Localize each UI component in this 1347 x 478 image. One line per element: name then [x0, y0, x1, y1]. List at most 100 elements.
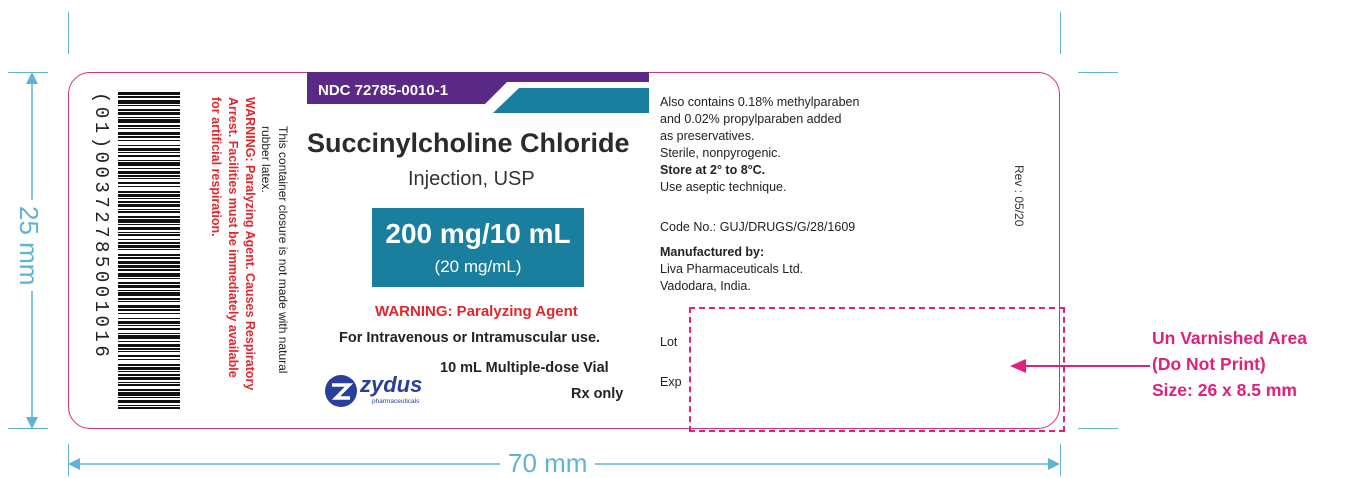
width-dimension-label: 70 mm	[500, 449, 596, 477]
barcode	[118, 92, 180, 409]
barcode-bar	[118, 175, 180, 177]
barcode-bar	[118, 344, 180, 347]
barcode-bar	[118, 234, 180, 236]
barcode-bar	[118, 96, 180, 98]
barcode-bar	[118, 194, 180, 197]
barcode-bar	[118, 117, 180, 118]
barcode-bar	[118, 209, 180, 210]
height-dimension-label: 25 mm	[13, 200, 44, 292]
barcode-bar	[118, 152, 180, 153]
barcode-bar	[118, 198, 180, 199]
route-text: For Intravenous or Intramuscular use.	[339, 330, 601, 346]
barcode-bar	[118, 242, 180, 244]
barcode-bar	[118, 92, 180, 95]
barcode-bar	[118, 313, 180, 314]
barcode-bar	[118, 191, 180, 193]
guide-left-bottom	[8, 428, 48, 429]
barcode-bar	[118, 257, 180, 259]
barcode-bar	[118, 309, 180, 311]
barcode-bar	[118, 112, 180, 115]
barcode-bar	[118, 265, 180, 268]
barcode-bar	[118, 374, 180, 376]
barcode-bar	[118, 285, 180, 288]
barcode-bar	[118, 211, 180, 213]
guide-right-bottom	[1078, 428, 1118, 429]
unvarnished-area	[689, 307, 1065, 432]
barcode-bar	[118, 384, 180, 386]
barcode-bar	[118, 269, 180, 271]
barcode-bar	[118, 119, 180, 123]
barcode-bar	[118, 219, 180, 223]
zydus-logo-icon	[325, 375, 357, 407]
barcode-bar	[118, 364, 180, 366]
barcode-bar	[118, 136, 180, 138]
product-subtitle: Injection, USP	[408, 168, 535, 190]
barcode-bar	[118, 249, 180, 250]
barcode-bar	[118, 405, 180, 406]
guide-top-left	[68, 12, 69, 54]
guide-top-right	[1060, 12, 1061, 54]
rx-only: Rx only	[571, 386, 624, 402]
barcode-bar	[118, 145, 180, 146]
barcode-bar	[118, 382, 180, 383]
ndc-banner	[307, 72, 649, 113]
barcode-bar	[118, 132, 180, 135]
barcode-bar	[118, 109, 180, 111]
barcode-bar	[118, 178, 180, 179]
barcode-bar	[118, 140, 180, 141]
barcode-bar	[118, 367, 180, 370]
concentration: (20 mg/mL)	[434, 257, 522, 276]
barcode-bar	[118, 216, 180, 218]
barcode-bar	[118, 239, 180, 240]
barcode-bar	[118, 335, 180, 339]
product-name: Succinylcholine Chloride	[307, 128, 630, 158]
barcode-bar	[118, 392, 180, 396]
barcode-bar	[118, 305, 180, 308]
barcode-bar	[118, 201, 180, 203]
guide-bottom-left	[68, 444, 69, 476]
company-name: zydus	[360, 372, 423, 397]
barcode-bar	[118, 407, 180, 409]
barcode-bar	[118, 162, 180, 166]
ndc-number: NDC 72785-0010-1	[318, 82, 449, 99]
barcode-bar	[118, 355, 180, 357]
latex-statement: This container closure is not made with …	[259, 126, 290, 374]
barcode-bar	[118, 328, 180, 330]
barcode-bar	[118, 301, 180, 302]
barcode-bar	[118, 321, 180, 324]
barcode-bar	[118, 261, 180, 264]
vial-text: 10 mL Multiple-dose Vial	[440, 360, 609, 376]
strength-box: 200 mg/10 mL (20 mg/mL)	[372, 208, 584, 287]
barcode-bar	[118, 273, 180, 277]
exp-label: Exp	[660, 375, 682, 389]
guide-left-top	[8, 72, 48, 73]
barcode-bar	[118, 359, 180, 360]
annotation-text: Un Varnished Area (Do Not Print) Size: 2…	[1152, 328, 1307, 400]
barcode-bar	[118, 186, 180, 187]
guide-bottom-right	[1060, 444, 1061, 476]
barcode-bar	[118, 204, 180, 207]
strength: 200 mg/10 mL	[385, 218, 571, 249]
annotation-arrow	[1010, 359, 1150, 373]
barcode-bar	[118, 325, 180, 326]
barcode-bar	[118, 348, 180, 350]
barcode-bar	[118, 254, 180, 256]
barcode-bar	[118, 341, 180, 342]
barcode-bar	[118, 333, 180, 334]
barcode-bar	[118, 292, 180, 296]
barcode-bar	[118, 282, 180, 284]
barcode-bar	[118, 105, 180, 106]
barcode-bar	[118, 377, 180, 380]
barcode-bar	[118, 227, 180, 230]
revision: Rev : 05/20	[1012, 165, 1026, 227]
barcode-bar	[118, 397, 180, 398]
lot-label: Lot	[660, 335, 678, 349]
barcode-bar	[118, 171, 180, 174]
barcode-bar	[118, 128, 180, 129]
barcode-bar	[118, 389, 180, 391]
barcode-number: (01)00372785001016	[90, 92, 112, 361]
barcode-bar	[118, 318, 180, 319]
barcode-bar	[118, 278, 180, 279]
company-subtitle: pharmaceuticals	[372, 398, 420, 405]
warning-text: WARNING: Paralyzing Agent	[375, 303, 578, 320]
